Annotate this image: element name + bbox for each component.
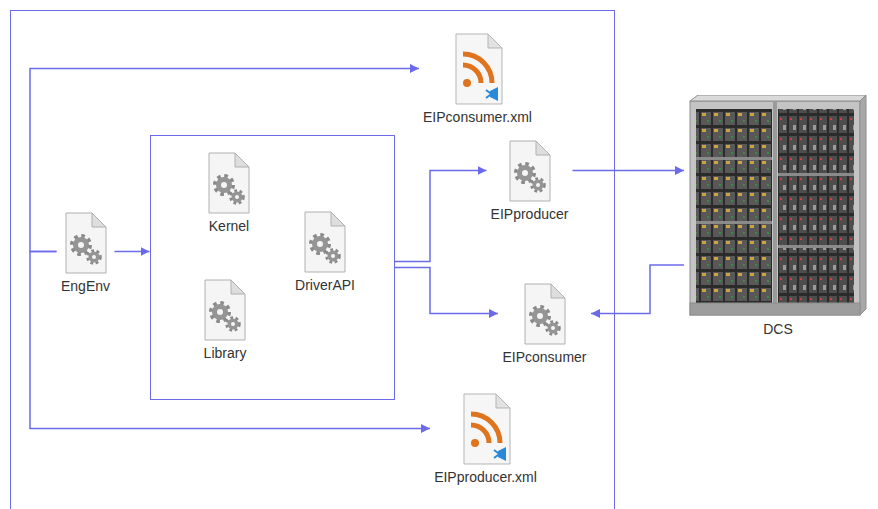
xml-file-icon: [450, 33, 506, 105]
component-file-icon: [201, 279, 249, 341]
component-file-icon: [205, 152, 253, 214]
component-file-icon: [506, 140, 554, 202]
dcs-cabinet: DCS: [684, 95, 872, 338]
component-file-graphic: [66, 213, 106, 273]
component-file: DriverAPI: [291, 211, 359, 294]
node-label: EIPproducer.xml: [434, 468, 537, 486]
flow-arrow: [573, 170, 685, 172]
flow-arrow: [395, 171, 487, 262]
node-label: EngEnv: [61, 277, 110, 295]
component-file-graphic: [305, 212, 345, 272]
component-file-graphic: [205, 280, 245, 340]
xml-file-graphic: [456, 34, 502, 104]
node-label: EIPproducer: [491, 205, 569, 223]
flow-arrow: [30, 252, 430, 429]
xml-file: EIPproducer.xml: [430, 393, 541, 486]
component-file-icon: [301, 211, 349, 273]
node-label: EIPconsumer.xml: [423, 108, 532, 126]
flow-arrow: [591, 265, 684, 314]
component-file-graphic: [510, 141, 550, 201]
connector-group: [30, 69, 684, 429]
dcs-cabinet-graphic: [690, 95, 866, 315]
component-file: EngEnv: [57, 212, 115, 295]
component-file-icon: [521, 283, 569, 345]
component-file-graphic: [209, 153, 249, 213]
system-boundary: EIPconsumer.xmlEngEnv KernelDriverAPI Libr…: [10, 10, 615, 509]
flow-arrow: [115, 251, 150, 253]
component-file-graphic: [525, 284, 565, 344]
node-label: DCS: [763, 320, 793, 338]
component-file: Library: [197, 279, 253, 362]
flow-arrow: [395, 268, 499, 314]
dcs-cabinet-icon: [688, 95, 868, 317]
component-file: Kernel: [201, 152, 257, 235]
xml-file-icon: [458, 393, 514, 465]
node-label: DriverAPI: [295, 276, 355, 294]
xml-file-graphic: [464, 394, 510, 464]
component-file: EIPproducer: [487, 140, 573, 223]
component-file-icon: [62, 212, 110, 274]
runtime-group: KernelDriverAPI Library: [150, 135, 395, 400]
xml-file: EIPconsumer.xml: [419, 33, 536, 126]
node-label: EIPconsumer: [502, 348, 586, 366]
node-label: Kernel: [209, 217, 249, 235]
node-label: Library: [204, 344, 247, 362]
component-file: EIPconsumer: [498, 283, 591, 366]
